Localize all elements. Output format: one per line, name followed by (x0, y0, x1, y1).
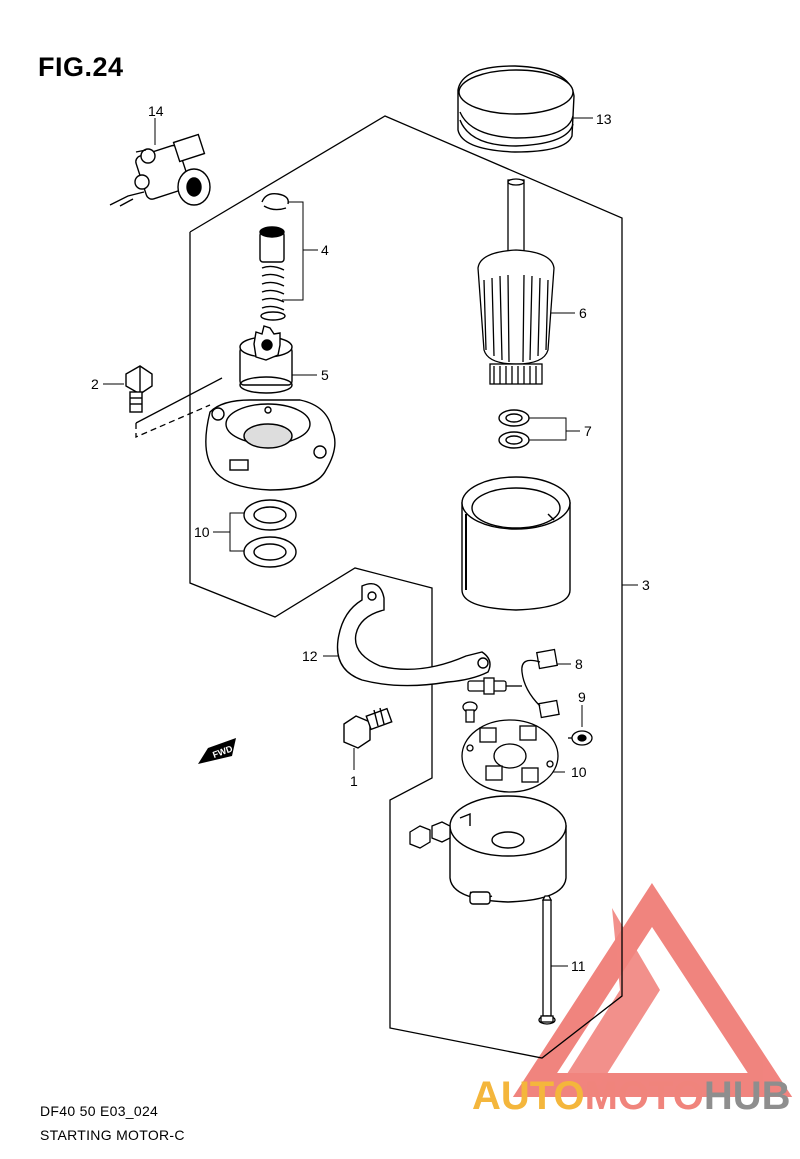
callout-2: 2 (91, 376, 99, 392)
part-4-snap-collar-spring (259, 192, 289, 321)
part-front-housing (205, 399, 336, 491)
part-5-pinion-gear (239, 325, 293, 394)
callout-5: 5 (321, 367, 329, 383)
callout-11: 11 (571, 958, 586, 974)
part-12-bracket (336, 583, 491, 687)
callout-10-lower: 10 (571, 764, 587, 780)
callout-6: 6 (579, 305, 587, 321)
part-rear-end-frame (449, 795, 567, 905)
part-10-washers-upper (243, 499, 297, 568)
callout-13: 13 (596, 111, 612, 127)
callout-3: 3 (642, 577, 650, 593)
callout-9: 9 (578, 689, 586, 705)
watermark-logo-triangle (512, 883, 793, 1097)
part-nut (409, 821, 451, 849)
watermark-part-moto: MOTO (584, 1074, 704, 1118)
watermark-part-auto: AUTO (472, 1074, 585, 1118)
callout-12: 12 (302, 648, 318, 664)
callout-labels: 14 13 4 6 2 5 7 10 3 12 8 9 1 10 11 (91, 103, 650, 974)
callout-1: 1 (350, 773, 358, 789)
figure-title: FIG.24 (38, 52, 124, 82)
part-8-brush-lead (467, 648, 560, 719)
figure-name: STARTING MOTOR-C (40, 1127, 185, 1143)
callout-7: 7 (584, 423, 592, 439)
part-11-through-bolt (538, 895, 556, 1025)
part-6-armature (477, 178, 555, 385)
callout-4: 4 (321, 242, 329, 258)
callout-10-upper: 10 (194, 524, 210, 540)
part-1-bolt (343, 707, 393, 749)
figure-code: DF40 50 E03_024 (40, 1103, 159, 1119)
part-10-brush-holder (461, 719, 559, 793)
callout-14: 14 (148, 103, 164, 119)
callout-8: 8 (575, 656, 583, 672)
part-9-grommet (568, 730, 593, 746)
part-small-screw (462, 701, 478, 723)
leader-lines (103, 117, 638, 967)
part-yoke (461, 476, 571, 611)
assembly-outline (135, 115, 623, 1059)
part-13-cover-band (457, 65, 575, 153)
part-14-solenoid (109, 133, 211, 207)
fwd-arrow-icon: FWD (198, 738, 236, 764)
part-7-thrust-washers (498, 409, 530, 449)
part-2-bolt (125, 365, 153, 413)
watermark-text: AUTOMOTOHUB (472, 1074, 791, 1119)
watermark-part-hub: HUB (703, 1074, 791, 1118)
